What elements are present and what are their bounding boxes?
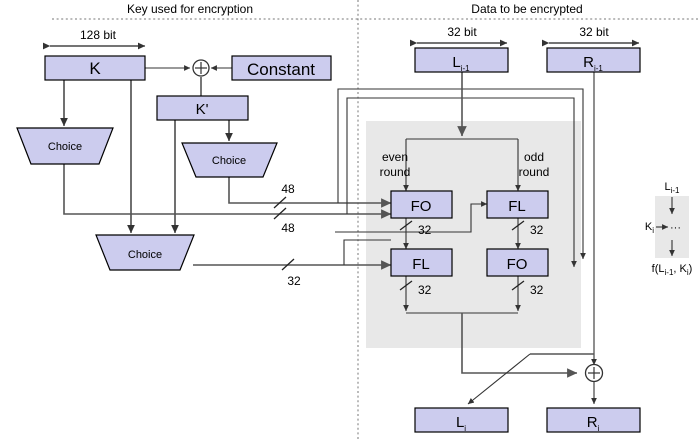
legend-key-sub: i bbox=[652, 226, 654, 235]
header-data-label: Data to be encrypted bbox=[471, 2, 582, 16]
data-box-l-in[interactable]: Li-1 bbox=[414, 47, 509, 73]
wire-crossover-to-lout bbox=[467, 353, 531, 405]
round-box-fo1[interactable]: FO bbox=[390, 190, 453, 219]
data-box-l-in-label: L bbox=[452, 54, 460, 71]
bus-label-fo1-out: 32 bbox=[418, 223, 432, 237]
data-box-r-out-label: R bbox=[587, 414, 598, 431]
svg-text:Ri-1: Ri-1 bbox=[583, 54, 603, 73]
key-box-constant-label: Constant bbox=[247, 60, 315, 79]
round-box-fo1-label: FO bbox=[411, 198, 432, 215]
data-box-l-out-label: L bbox=[456, 414, 464, 431]
legend-output-mid: , K bbox=[673, 263, 687, 275]
dimension-32bit-right: 32 bit bbox=[541, 25, 640, 47]
key-box-kprime-label: K' bbox=[196, 101, 209, 118]
legend-key-label: K bbox=[645, 221, 653, 233]
bus-label-fo2-out: 32 bbox=[530, 283, 544, 297]
svg-text:f(Li-1, Ki): f(Li-1, Ki) bbox=[652, 263, 693, 277]
round-box-fo2[interactable]: FO bbox=[486, 248, 549, 277]
dimension-32bit-left: 32 bit bbox=[409, 25, 508, 47]
legend-group: Li-1 Ki ··· f(Li-1, Ki) bbox=[645, 181, 692, 277]
round-function-zone bbox=[366, 121, 581, 348]
wire-choice-mid-to-fo1 bbox=[228, 177, 392, 208]
choice-bottom-label: Choice bbox=[128, 249, 162, 261]
svg-text:Li-1: Li-1 bbox=[664, 181, 680, 195]
wire-round-output-to-xor bbox=[461, 313, 578, 378]
choice-left[interactable]: Choice bbox=[16, 127, 114, 165]
data-box-r-in-sub: i-1 bbox=[594, 64, 603, 73]
key-box-k-label: K bbox=[89, 59, 101, 78]
wire-key-route-to-fo2-b bbox=[346, 97, 577, 268]
svg-text:Li-1: Li-1 bbox=[452, 54, 470, 73]
round-box-fl2[interactable]: FL bbox=[390, 248, 453, 277]
data-box-l-out[interactable]: Li bbox=[414, 407, 509, 433]
svg-text:Ki: Ki bbox=[645, 221, 654, 235]
wire-key-route-to-fl2 bbox=[343, 239, 391, 265]
round-box-fl1[interactable]: FL bbox=[486, 190, 549, 219]
bus-label-fl2-out: 32 bbox=[418, 283, 432, 297]
data-box-r-in[interactable]: Ri-1 bbox=[546, 47, 641, 73]
legend-ellipsis: ··· bbox=[670, 222, 681, 234]
bus-label-fl1-out: 32 bbox=[530, 223, 544, 237]
bus-ticks bbox=[273, 196, 295, 271]
bus-label-48-lower: 48 bbox=[281, 221, 295, 235]
round-box-fl2-label: FL bbox=[412, 256, 430, 273]
xor-gate-key bbox=[192, 59, 210, 77]
even-round-label-line2: round bbox=[380, 165, 411, 179]
legend-input-sub: i-1 bbox=[671, 186, 680, 195]
data-box-l-in-sub: i-1 bbox=[461, 64, 470, 73]
data-box-r-out[interactable]: Ri bbox=[546, 407, 641, 433]
choice-left-label: Choice bbox=[48, 141, 82, 153]
wire-choice-left-to-fo1 bbox=[63, 164, 392, 219]
odd-round-label-line1: odd bbox=[524, 150, 544, 164]
odd-round-label-line2: round bbox=[519, 165, 550, 179]
key-box-kprime[interactable]: K' bbox=[156, 95, 249, 121]
data-bus-ticks bbox=[399, 220, 525, 291]
choice-mid-label: Choice bbox=[212, 155, 246, 167]
xor-gate-data bbox=[584, 363, 604, 383]
data-box-l-out-sub: i bbox=[464, 424, 466, 433]
wire-fo1-cross-to-fl1 bbox=[335, 201, 488, 233]
legend-output-suffix: ) bbox=[689, 263, 693, 275]
header-key-label: Key used for encryption bbox=[127, 2, 253, 16]
dimension-32bit-right-label: 32 bit bbox=[579, 25, 609, 39]
legend-input-label: L bbox=[664, 181, 670, 193]
choice-bottom[interactable]: Choice bbox=[95, 234, 195, 271]
dimension-128bit: 128 bit bbox=[42, 28, 146, 50]
bus-label-48-upper: 48 bbox=[281, 182, 295, 196]
round-box-fo2-label: FO bbox=[507, 256, 528, 273]
wire-key-route-to-fo2-a bbox=[337, 88, 586, 260]
svg-text:Ri: Ri bbox=[587, 414, 600, 433]
data-box-r-out-sub: i bbox=[598, 424, 600, 433]
dimension-32bit-left-label: 32 bit bbox=[447, 25, 477, 39]
choice-mid[interactable]: Choice bbox=[181, 142, 278, 178]
bus-label-32-fl: 32 bbox=[287, 274, 301, 288]
legend-output-prefix: f(L bbox=[652, 263, 665, 275]
key-box-constant[interactable]: Constant bbox=[231, 55, 332, 81]
legend-output-sub1: i-1 bbox=[665, 268, 674, 277]
data-box-r-in-label: R bbox=[583, 54, 594, 71]
round-box-fl1-label: FL bbox=[508, 198, 526, 215]
even-round-label-line1: even bbox=[382, 150, 408, 164]
key-box-k[interactable]: K bbox=[44, 55, 146, 81]
legend-output-sub2: i bbox=[687, 268, 689, 277]
svg-text:Li: Li bbox=[456, 414, 466, 433]
dimension-128bit-label: 128 bit bbox=[80, 28, 117, 42]
